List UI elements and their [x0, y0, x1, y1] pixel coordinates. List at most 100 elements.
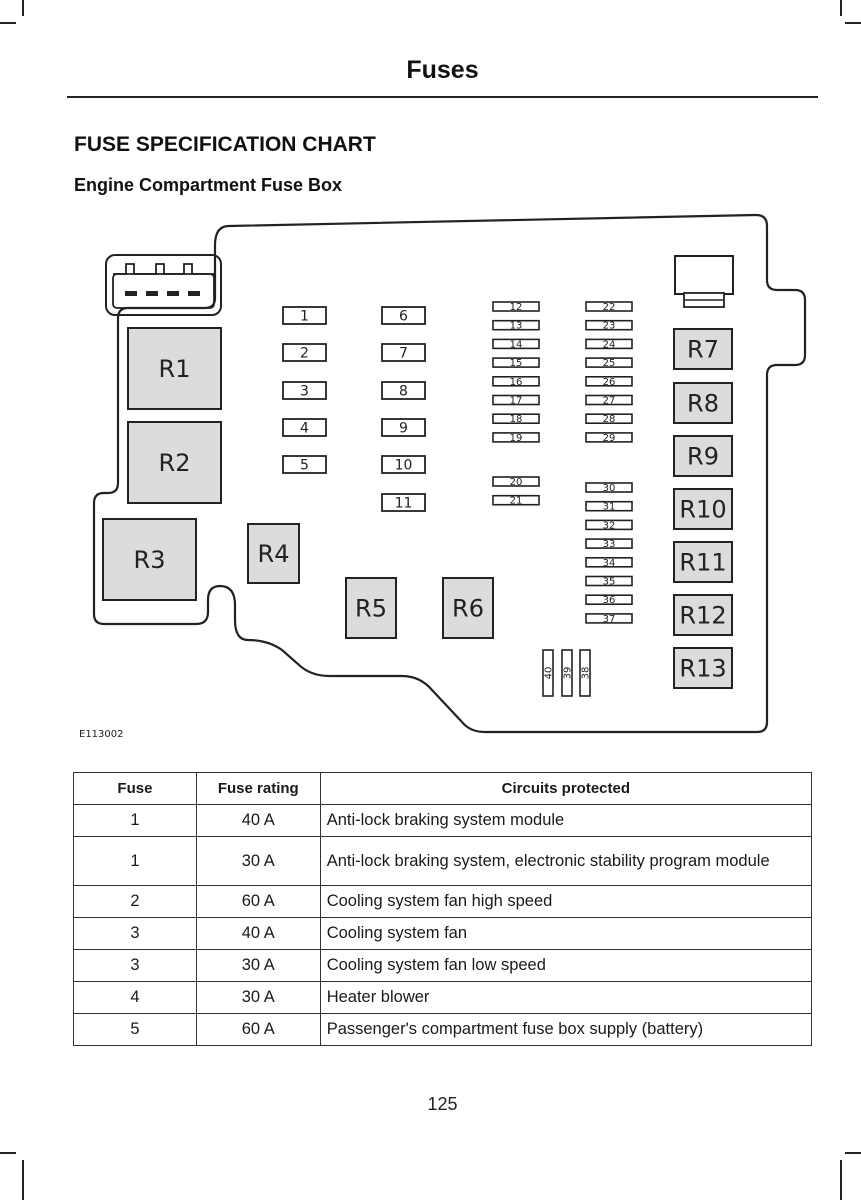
- fuse-label: 23: [603, 321, 616, 332]
- fuse-label: 4: [300, 421, 309, 437]
- fuse-1: 1: [282, 306, 327, 325]
- fuse-label: 9: [399, 421, 408, 437]
- fuse-27: 27: [585, 394, 633, 407]
- circuits-cell: Cooling system fan: [319, 917, 813, 950]
- fuse-19: 19: [492, 432, 540, 444]
- relay-r3: R3: [102, 518, 197, 601]
- relay-r10: R10: [673, 488, 733, 530]
- crop-mark: [845, 1152, 861, 1154]
- fuse-36: 36: [585, 594, 633, 606]
- fuse-label: 35: [603, 577, 616, 588]
- column-header-fuse-rating: Fuse rating: [195, 772, 321, 805]
- fuse-cell: 2: [73, 885, 197, 918]
- fuse-22: 22: [585, 301, 633, 313]
- fuse-38: 38: [579, 649, 592, 697]
- fuse-label: 5: [300, 458, 309, 474]
- fuse-7: 7: [381, 343, 426, 362]
- relay-label: R11: [679, 549, 726, 577]
- fuse-31: 31: [585, 500, 633, 513]
- crop-mark: [22, 1160, 24, 1200]
- relay-label: R1: [159, 355, 191, 383]
- relay-r8: R8: [673, 382, 733, 424]
- connector-pins: [113, 263, 214, 275]
- fuse-23: 23: [585, 319, 633, 332]
- relay-r13: R13: [673, 647, 733, 689]
- fuse-21: 21: [492, 494, 540, 507]
- fuse-label: 25: [603, 358, 616, 369]
- fuse-label: 3: [300, 384, 309, 400]
- relay-r9: R9: [673, 435, 733, 477]
- fuse-26: 26: [585, 375, 633, 388]
- circuits-cell: Anti-lock braking system module: [319, 804, 813, 837]
- column-header-circuits-protected: Circuits protected: [319, 772, 813, 805]
- fuse-label: 28: [603, 414, 616, 425]
- subsection-title: Engine Compartment Fuse Box: [74, 175, 343, 195]
- circuits-cell: Heater blower: [319, 981, 813, 1014]
- relay-label: R5: [355, 595, 387, 623]
- relay-label: R6: [452, 595, 484, 623]
- fuse-28: 28: [585, 413, 633, 425]
- fuse-label: 18: [510, 414, 523, 425]
- table-row: 3 30 A Cooling system fan low speed: [73, 949, 813, 982]
- fuse-15: 15: [492, 357, 540, 369]
- relay-r5: R5: [345, 577, 397, 639]
- relay-label: R4: [258, 540, 290, 568]
- rating-cell: 40 A: [195, 917, 321, 950]
- fuse-label: 11: [395, 496, 413, 512]
- rating-cell: 30 A: [195, 949, 321, 982]
- fuse-label: 21: [510, 496, 523, 507]
- fuse-label: 19: [510, 433, 523, 444]
- fuse-label: 36: [603, 595, 616, 606]
- crop-mark: [840, 0, 842, 16]
- relay-r4: R4: [247, 523, 300, 584]
- table-row: 1 30 A Anti-lock braking system, electro…: [73, 836, 813, 886]
- fuse-label: 20: [510, 477, 523, 488]
- circuits-cell: Cooling system fan low speed: [319, 949, 813, 982]
- table-row: 2 60 A Cooling system fan high speed: [73, 885, 813, 918]
- fuse-2: 2: [282, 343, 327, 362]
- fuse-8: 8: [381, 381, 426, 400]
- table-row: 1 40 A Anti-lock braking system module: [73, 804, 813, 837]
- fuse-label: 34: [603, 558, 616, 569]
- circuits-cell: Cooling system fan high speed: [319, 885, 813, 918]
- rating-cell: 60 A: [195, 1013, 321, 1046]
- fuse-cell: 1: [73, 804, 197, 837]
- fuse-label: 13: [510, 321, 523, 332]
- relay-label: R7: [687, 336, 719, 364]
- fuse-label: 26: [603, 377, 616, 388]
- table-row: 5 60 A Passenger's compartment fuse box …: [73, 1013, 813, 1046]
- fuse-33: 33: [585, 538, 633, 550]
- fuse-specification-table: Fuse Fuse rating Circuits protected 1 40…: [73, 772, 813, 1046]
- header-rule: [67, 96, 818, 98]
- fuse-label: 14: [510, 339, 523, 350]
- fuse-cell: 3: [73, 917, 197, 950]
- fuse-label: 12: [510, 302, 523, 313]
- fuse-5: 5: [282, 455, 327, 474]
- fuse-label: 16: [510, 377, 523, 388]
- rating-cell: 40 A: [195, 804, 321, 837]
- fuse-14: 14: [492, 338, 540, 350]
- relay-r7: R7: [673, 328, 733, 370]
- fuse-40: 40: [542, 649, 555, 697]
- crop-mark: [840, 1160, 842, 1200]
- rating-cell: 30 A: [195, 981, 321, 1014]
- fuse-label: 7: [399, 346, 408, 362]
- fuse-label: 10: [395, 458, 413, 474]
- relay-r1: R1: [127, 327, 222, 410]
- diode-component: [674, 255, 734, 295]
- fuse-30: 30: [585, 482, 633, 494]
- fuse-cell: 5: [73, 1013, 197, 1046]
- fuse-4: 4: [282, 418, 327, 437]
- table-row: 4 30 A Heater blower: [73, 981, 813, 1014]
- crop-mark: [0, 22, 16, 24]
- section-title: FUSE SPECIFICATION CHART: [74, 133, 376, 156]
- relay-label: R9: [687, 443, 719, 471]
- crop-mark: [22, 0, 24, 16]
- fuse-label: 40: [544, 667, 555, 680]
- fuse-25: 25: [585, 357, 633, 369]
- fuse-39: 39: [561, 649, 574, 697]
- fuse-34: 34: [585, 556, 633, 569]
- fuse-20: 20: [492, 476, 540, 488]
- rating-cell: 30 A: [195, 836, 321, 886]
